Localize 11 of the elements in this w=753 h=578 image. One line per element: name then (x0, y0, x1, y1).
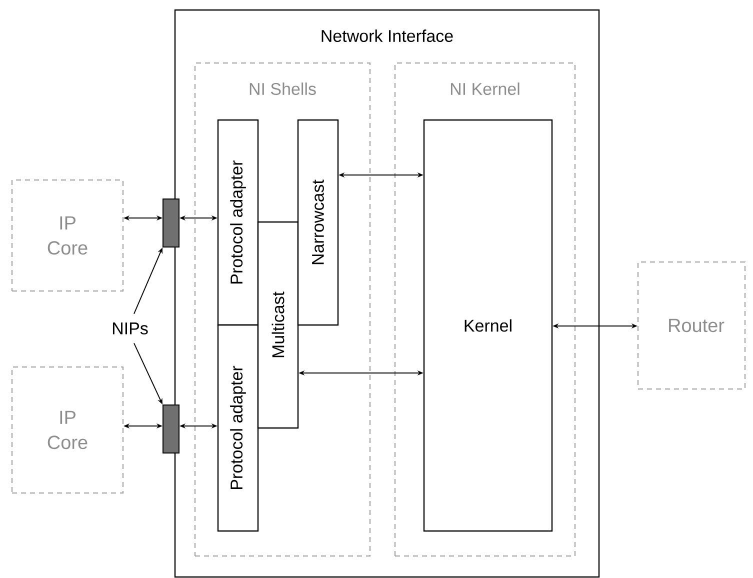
external-box: IP Core (12, 366, 124, 494)
module-box: Multicast (257, 221, 299, 429)
external-box: Router (638, 262, 746, 390)
module-box: Protocol adapter (217, 324, 259, 532)
kernel-box: Kernel (423, 119, 553, 532)
module-box: Protocol adapter (217, 119, 259, 326)
label-text: NIPs (112, 322, 148, 334)
module-box: Narrowcast (297, 119, 339, 326)
external-box: IP Core (12, 180, 124, 292)
port-box (162, 404, 180, 454)
port-box (162, 198, 180, 248)
